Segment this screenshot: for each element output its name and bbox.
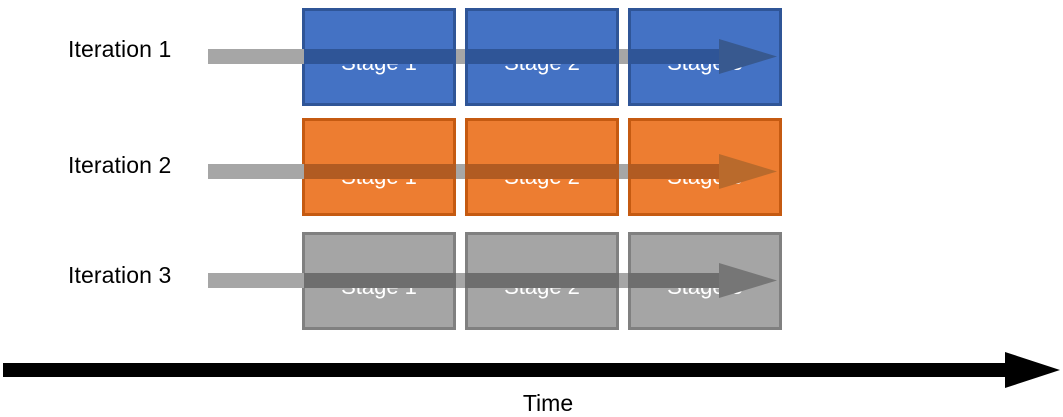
iteration-1-stage-3-label: Stage 3 [667, 50, 743, 75]
iteration-3-stage-2-box[interactable]: Stage 2 [465, 232, 619, 330]
iteration-3-stage-3-box[interactable]: Stage 3 [628, 232, 782, 330]
iteration-2-stage-3-label: Stage 3 [667, 164, 743, 189]
iteration-1-stage-1-label: Stage 1 [341, 50, 417, 75]
iteration-3-stage-1-box[interactable]: Stage 1 [302, 232, 456, 330]
iteration-1-stage-1-box[interactable]: Stage 1 [302, 8, 456, 106]
time-axis-arrow [3, 352, 1060, 388]
iteration-2-stage-2-label: Stage 2 [504, 164, 580, 189]
iteration-1-stage-3-box[interactable]: Stage 3 [628, 8, 782, 106]
iteration-3-stage-3-label: Stage 3 [667, 274, 743, 299]
iteration-row-1-label: Iteration 1 [68, 36, 172, 62]
iteration-row-2-label: Iteration 2 [68, 152, 172, 178]
iteration-2-stage-2-box[interactable]: Stage 2 [465, 118, 619, 216]
iteration-1-stage-2-label: Stage 2 [504, 50, 580, 75]
iteration-3-stage-2-label: Stage 2 [504, 274, 580, 299]
time-axis-caption: Time [522, 390, 574, 416]
iteration-3-stage-1-label: Stage 1 [341, 274, 417, 299]
iteration-1-stage-2-box[interactable]: Stage 2 [465, 8, 619, 106]
iteration-2-stage-1-label: Stage 1 [341, 164, 417, 189]
iteration-2-stage-1-box[interactable]: Stage 1 [302, 118, 456, 216]
iteration-2-stage-3-box[interactable]: Stage 3 [628, 118, 782, 216]
iteration-row-3-label: Iteration 3 [68, 262, 172, 288]
